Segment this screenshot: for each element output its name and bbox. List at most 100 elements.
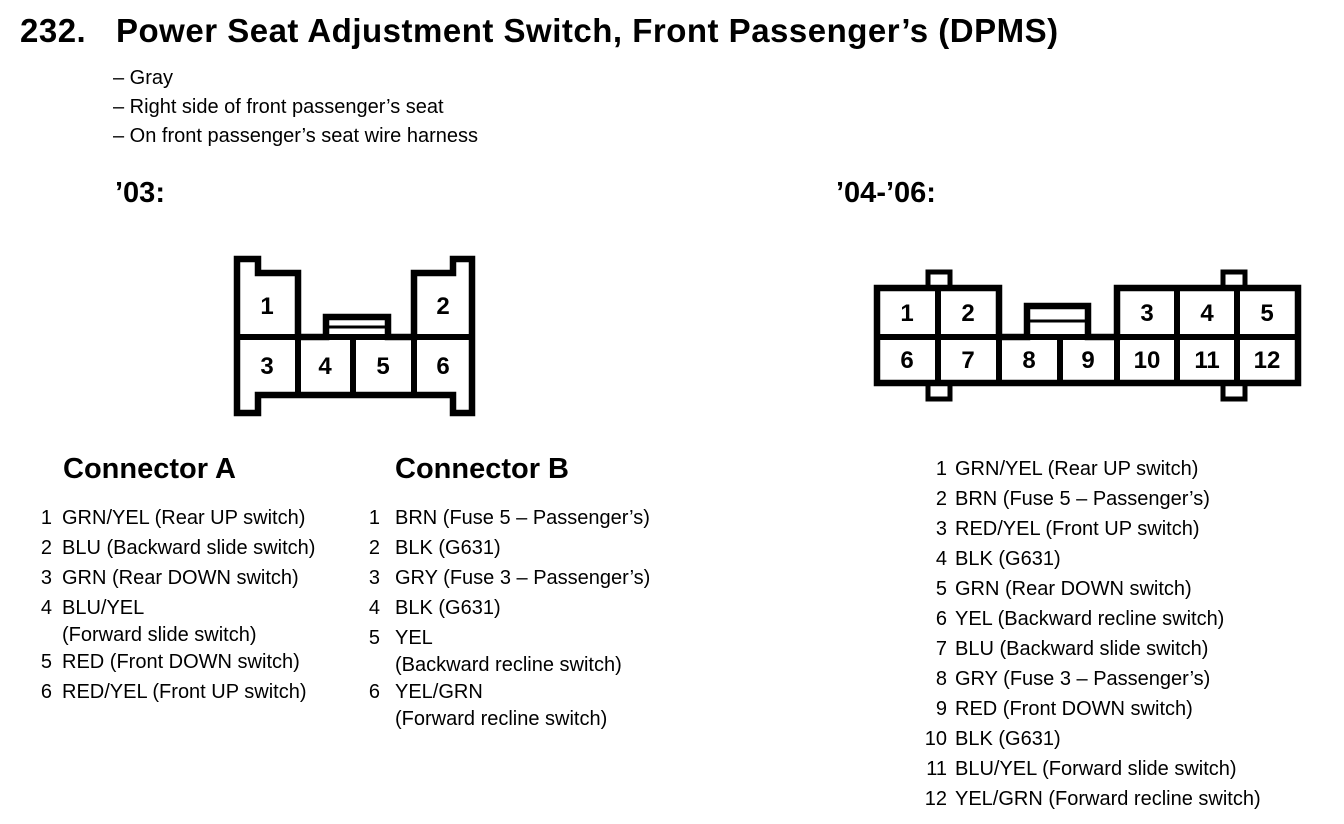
note-location: – Right side of front passenger’s seat (113, 96, 444, 118)
pin-row: 2 BRN (Fuse 5 – Passenger’s) (920, 484, 1261, 514)
pin-number-label: 5 (376, 353, 389, 380)
pin-number: 4 (935, 548, 947, 570)
pin-number: 1 (40, 507, 52, 529)
pin-description: YEL/GRN (Forward recline switch) (395, 681, 608, 730)
pin-description: GRN (Rear DOWN switch) (955, 578, 1192, 600)
pin-number-label: 4 (318, 353, 332, 380)
pin-number: 3 (40, 567, 52, 589)
pin-description: YEL/GRN (Forward recline switch) (955, 788, 1261, 810)
connector-b-pin-list: 1 BRN (Fuse 5 – Passenger’s) 2 BLK (G631… (368, 503, 650, 731)
pin-row: 1 BRN (Fuse 5 – Passenger’s) (368, 503, 650, 533)
pin-number-label: 6 (900, 347, 913, 374)
connector-diagram-03: 1 2 3 4 5 6 (233, 255, 476, 417)
notes-list: – Gray – Right side of front passenger’s… (113, 64, 478, 151)
pin-number: 9 (935, 698, 947, 720)
pin-row: 5 YEL (Backward recline switch) (368, 623, 650, 677)
pin-number-label: 1 (900, 300, 913, 327)
pin-description-wrap: (Backward recline switch) (395, 654, 622, 676)
pin-row: 1 GRN/YEL (Rear UP switch) (920, 454, 1261, 484)
pin-number: 11 (926, 758, 947, 780)
pin-description: BLK (G631) (395, 597, 501, 619)
pin-description: BLK (G631) (955, 728, 1061, 750)
pin-description: BRN (Fuse 5 – Passenger’s) (395, 507, 650, 529)
pin-row: 11 BLU/YEL (Forward slide switch) (920, 754, 1261, 784)
pin-description: RED (Front DOWN switch) (955, 698, 1193, 720)
item-number: 232. (20, 12, 87, 49)
pin-row: 9 RED (Front DOWN switch) (920, 694, 1261, 724)
pin-description: BLK (G631) (955, 548, 1061, 570)
pin-number: 4 (40, 597, 52, 619)
pin-number-label: 2 (436, 293, 449, 320)
pin-description: BLU (Backward slide switch) (955, 638, 1209, 660)
connector-diagram-04-06: 1 2 3 4 5 6 7 8 9 10 11 12 (873, 269, 1302, 402)
pin-number: 6 (368, 681, 380, 703)
pin-description: YEL (Backward recline switch) (395, 627, 622, 676)
connector-a-pin-list: 1 GRN/YEL (Rear UP switch) 2 BLU (Backwa… (40, 503, 316, 707)
pin-number: 5 (368, 627, 380, 649)
pin-row: 10 BLK (G631) (920, 724, 1261, 754)
pin-number: 6 (40, 681, 52, 703)
pin-number: 3 (368, 567, 380, 589)
pin-number: 1 (368, 507, 380, 529)
pin-number-label: 10 (1134, 347, 1161, 374)
note-color: – Gray (113, 67, 174, 89)
pin-list-04-06: 1 GRN/YEL (Rear UP switch) 2 BRN (Fuse 5… (920, 454, 1261, 814)
pin-description: RED/YEL (Front UP switch) (955, 518, 1200, 540)
pin-row: 6 RED/YEL (Front UP switch) (40, 677, 315, 707)
note-harness: – On front passenger’s seat wire harness (113, 125, 479, 147)
pin-description-wrap: (Forward recline switch) (395, 708, 608, 730)
pin-row: 6 YEL/GRN (Forward recline switch) (368, 677, 650, 731)
pin-description: BLU (Backward slide switch) (62, 537, 316, 559)
pin-number: 4 (368, 597, 380, 619)
pin-number: 8 (935, 668, 947, 690)
pin-number-label: 7 (961, 347, 974, 374)
pin-row: 8 GRY (Fuse 3 – Passenger’s) (920, 664, 1261, 694)
pin-description: BLK (G631) (395, 537, 501, 559)
pin-row: 7 BLU (Backward slide switch) (920, 634, 1261, 664)
pin-row: 4 BLK (G631) (368, 593, 650, 623)
pin-description: GRN/YEL (Rear UP switch) (955, 458, 1199, 480)
connector-a-heading: Connector A (63, 453, 236, 485)
pin-row: 3 RED/YEL (Front UP switch) (920, 514, 1261, 544)
connector-b-heading: Connector B (395, 453, 569, 485)
pin-row: 5 GRN (Rear DOWN switch) (920, 574, 1261, 604)
pin-number-label: 1 (260, 293, 273, 320)
pin-number: 5 (935, 578, 947, 600)
pin-number: 12 (924, 788, 947, 810)
pin-number: 2 (368, 537, 380, 559)
pin-row: 3 GRY (Fuse 3 – Passenger’s) (368, 563, 650, 593)
year-label-04-06: ’04-’06: (836, 177, 936, 209)
pin-description: YEL (Backward recline switch) (955, 608, 1225, 630)
pin-number-label: 5 (1260, 300, 1273, 327)
pin-number: 5 (40, 651, 52, 673)
pin-description: GRY (Fuse 3 – Passenger’s) (955, 668, 1211, 690)
pin-number-label: 8 (1022, 347, 1035, 374)
pin-row: 6 YEL (Backward recline switch) (920, 604, 1261, 634)
pin-description: BLU/YEL (Forward slide switch) (955, 758, 1237, 780)
pin-number: 3 (935, 518, 947, 540)
pin-row: 2 BLU (Backward slide switch) (40, 533, 316, 563)
pin-description: GRN/YEL (Rear UP switch) (62, 507, 306, 529)
pin-number-label: 12 (1254, 347, 1281, 374)
pin-row: 4 BLK (G631) (920, 544, 1261, 574)
pin-description: RED (Front DOWN switch) (62, 651, 300, 673)
pin-number-label: 9 (1081, 347, 1094, 374)
pin-description: RED/YEL (Front UP switch) (62, 681, 307, 703)
pin-number: 2 (935, 488, 947, 510)
pin-number: 7 (935, 638, 947, 660)
pin-number-label: 4 (1200, 300, 1214, 327)
pin-row: 2 BLK (G631) (368, 533, 650, 563)
pin-description: BRN (Fuse 5 – Passenger’s) (955, 488, 1210, 510)
year-label-03: ’03: (115, 177, 165, 209)
pin-row: 5 RED (Front DOWN switch) (40, 647, 315, 677)
pin-row: 12 YEL/GRN (Forward recline switch) (920, 784, 1261, 814)
pin-row: 3 GRN (Rear DOWN switch) (40, 563, 315, 593)
pin-number: 2 (40, 537, 52, 559)
pin-row: 1 GRN/YEL (Rear UP switch) (40, 503, 315, 533)
page-title: 232. Power Seat Adjustment Switch, Front… (20, 14, 1059, 47)
pin-description-wrap: (Forward slide switch) (62, 624, 257, 646)
pin-number-label: 3 (260, 353, 273, 380)
pin-row: 4 BLU/YEL (Forward slide switch) (40, 593, 315, 647)
pin-description: GRY (Fuse 3 – Passenger’s) (395, 567, 651, 589)
pin-description: GRN (Rear DOWN switch) (62, 567, 299, 589)
